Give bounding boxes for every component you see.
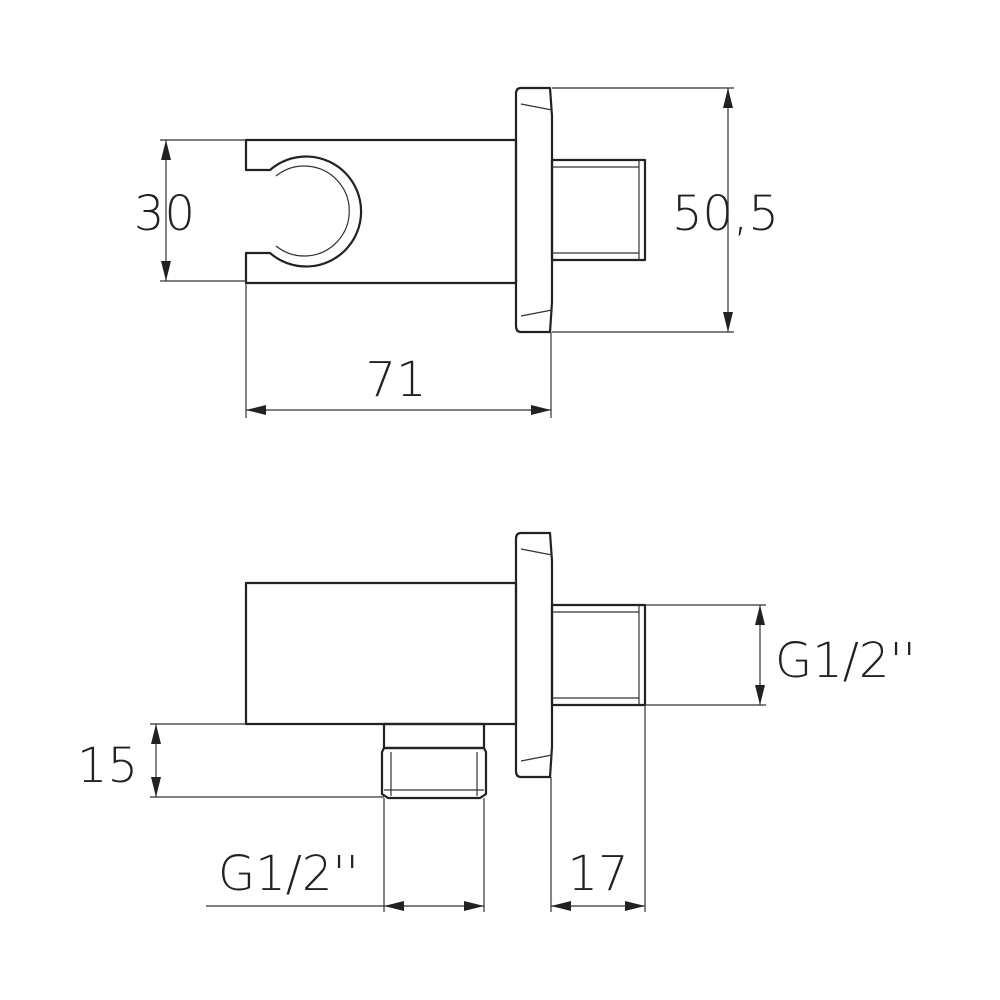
flange-edge-top	[520, 103, 553, 111]
side-wall-flange	[514, 531, 554, 779]
wall-flange	[514, 86, 554, 334]
dimension-thread-length: 17	[550, 705, 646, 912]
hose-outlet-thread	[380, 746, 488, 800]
label-holder-height: 30	[134, 186, 195, 242]
label-total-height: 50,5	[672, 186, 779, 242]
label-thread-length: 17	[567, 846, 628, 902]
label-outlet-thread: G1/2''	[218, 846, 359, 902]
side-flange-edge-top	[520, 548, 553, 556]
dimension-total-height: 50,5	[552, 87, 779, 333]
label-inlet-thread: G1/2''	[775, 633, 916, 689]
side-view: G1/2'' 15 G1/2'' 17	[77, 531, 916, 912]
dimension-inlet-thread: G1/2''	[645, 604, 916, 706]
label-total-length: 71	[365, 352, 426, 408]
dimension-outlet-height: 15	[77, 723, 384, 798]
side-body-outline	[244, 581, 518, 726]
top-view: 30 50,5 71	[134, 86, 779, 418]
holder-hook-inner-arc	[275, 165, 350, 257]
label-outlet-height: 15	[77, 738, 138, 794]
holder-body-outline	[244, 138, 518, 285]
side-flange-edge-bottom	[520, 754, 553, 762]
dimension-outlet-thread: G1/2''	[206, 798, 485, 912]
dimension-holder-height: 30	[134, 139, 246, 282]
flange-edge-bottom	[520, 309, 553, 317]
threaded-inlet	[550, 158, 647, 262]
dimension-total-length: 71	[245, 283, 552, 418]
hose-outlet-collar	[382, 722, 486, 750]
side-threaded-inlet	[550, 603, 647, 707]
